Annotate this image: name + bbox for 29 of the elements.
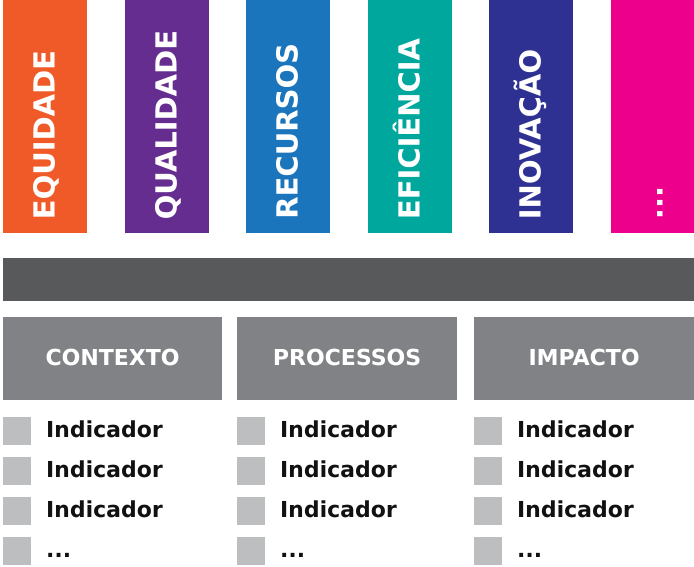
category-label: QUALIDADE xyxy=(152,30,182,219)
header-label: CONTEXTO xyxy=(46,346,180,371)
indicator-text: Indicador xyxy=(46,497,163,525)
divider-band xyxy=(3,258,694,301)
indicator-text: ... xyxy=(280,537,306,565)
category-bar xyxy=(368,0,452,233)
column-header xyxy=(474,317,694,400)
header-label: IMPACTO xyxy=(528,346,640,371)
indicator-text: ... xyxy=(46,537,72,565)
category-label: ... xyxy=(638,186,667,219)
category-bar xyxy=(3,0,87,233)
category-label: EQUIDADE xyxy=(30,50,60,219)
indicator-text: Indicador xyxy=(280,457,397,485)
indicator-text: Indicador xyxy=(46,457,163,485)
indicator-text: Indicador xyxy=(280,417,397,445)
category-bar xyxy=(125,0,209,233)
category-bar xyxy=(489,0,573,233)
indicator-text: Indicador xyxy=(517,457,634,485)
indicator-text: Indicador xyxy=(280,497,397,525)
column-header xyxy=(237,317,457,400)
category-label: RECURSOS xyxy=(274,43,302,219)
indicator-text: ... xyxy=(517,537,542,565)
indicator-text: Indicador xyxy=(517,497,634,525)
column-header xyxy=(3,317,222,400)
indicator-text: Indicador xyxy=(46,417,163,445)
category-bar xyxy=(246,0,330,233)
indicator-text: Indicador xyxy=(517,417,634,445)
header-label: PROCESSOS xyxy=(272,346,422,371)
category-bar xyxy=(611,0,694,233)
